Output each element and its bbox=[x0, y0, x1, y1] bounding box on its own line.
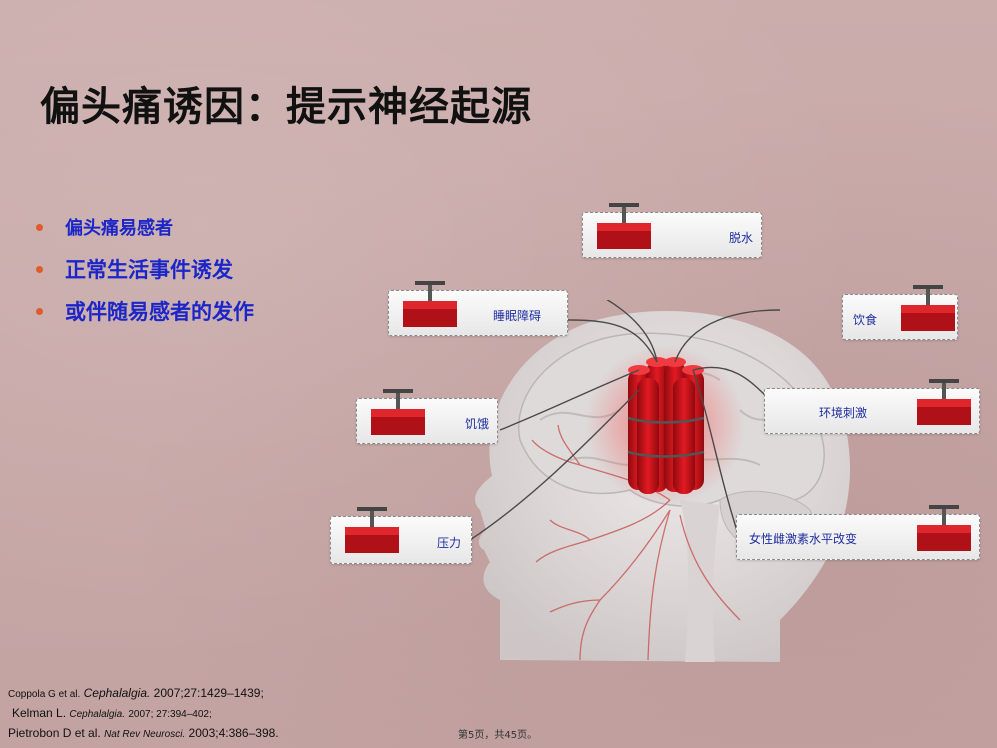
reference-3: Pietrobon D et al. Nat Rev Neurosci. 200… bbox=[8, 726, 279, 740]
bullet-dot-icon bbox=[36, 307, 43, 315]
slide-title: 偏头痛诱因：提示神经起源 bbox=[40, 84, 532, 130]
bullet-dot-icon bbox=[36, 265, 43, 273]
reference-1: Coppola G et al. Cephalalgia. 2007;27:14… bbox=[8, 686, 264, 700]
bullet-list: 偏头痛易感者 正常生活事件诱发 或伴随易感者的发作 bbox=[36, 206, 254, 332]
head-brain-dynamite-illustration bbox=[469, 300, 850, 662]
detonator-plunger-icon bbox=[917, 379, 971, 425]
dynamite-bundle-icon bbox=[627, 357, 705, 494]
trigger-card-stress: 压力 bbox=[330, 507, 472, 564]
reference-2: Kelman L. Cephalalgia. 2007; 27:394–402; bbox=[12, 706, 212, 720]
detonator-plunger-icon bbox=[917, 505, 971, 551]
trigger-card-diet: 饮食 bbox=[842, 285, 958, 340]
detonator-plunger-icon bbox=[345, 507, 399, 553]
bullet-dot-icon bbox=[36, 223, 43, 231]
references: Coppola G et al. Cephalalgia. 2007;27:14… bbox=[8, 684, 279, 744]
bullet-item: 或伴随易感者的发作 bbox=[36, 290, 254, 332]
trigger-card-environment: 环境刺激 bbox=[764, 379, 980, 434]
detonator-plunger-icon bbox=[597, 203, 651, 249]
detonator-plunger-icon bbox=[371, 389, 425, 435]
bullet-item: 正常生活事件诱发 bbox=[36, 248, 254, 290]
detonator-plunger-icon bbox=[403, 281, 457, 327]
detonator-plunger-icon bbox=[901, 285, 955, 331]
bullet-item: 偏头痛易感者 bbox=[36, 206, 254, 248]
trigger-card-sleep-disorder: 睡眠障碍 bbox=[388, 281, 568, 336]
page-number: 第5页，共45页。 bbox=[458, 730, 538, 741]
trigger-card-estrogen: 女性雌激素水平改变 bbox=[736, 505, 980, 560]
trigger-card-hunger: 饥饿 bbox=[356, 389, 498, 444]
trigger-card-dehydration: 脱水 bbox=[582, 203, 762, 258]
